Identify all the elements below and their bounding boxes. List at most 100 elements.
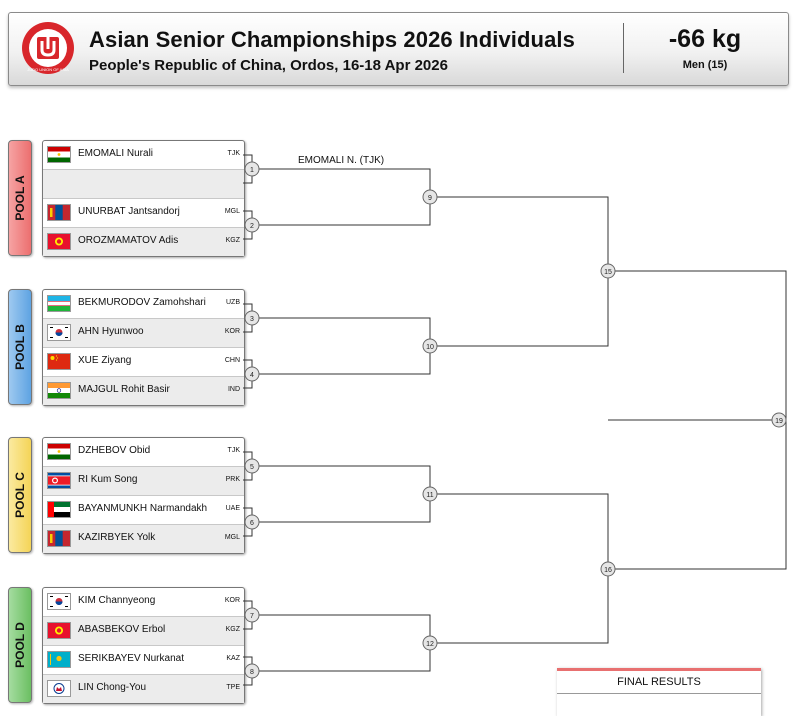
final-results-panel: FINAL RESULTS <box>557 668 761 716</box>
athlete-row[interactable]: BAYANMUNKH Narmandakh UAE <box>43 496 244 525</box>
country-code: KGZ <box>225 237 240 244</box>
svg-text:19: 19 <box>775 418 783 425</box>
athlete-name: OROZMAMATOV Adis <box>78 235 179 246</box>
athlete-name: SERIKBAYEV Nurkanat <box>78 653 184 664</box>
athlete-row[interactable]: KIM Channyeong KOR <box>43 588 244 617</box>
pool-a-athletes: EMOMALI Nurali TJK UNURBAT Jantsandorj M… <box>42 140 245 257</box>
tpe-flag-icon <box>47 680 71 697</box>
pool-d-athletes: KIM Channyeong KOR ABASBEKOV Erbol KGZ S… <box>42 587 245 704</box>
match-node[interactable]: 10 <box>422 338 438 354</box>
match-node[interactable]: 8 <box>244 663 260 679</box>
athlete-row[interactable]: LIN Chong-You TPE <box>43 675 244 703</box>
athlete-row[interactable]: AHN Hyunwoo KOR <box>43 319 244 348</box>
svg-text:11: 11 <box>426 492 433 499</box>
athlete-name: BEKMURODOV Zamohshari <box>78 297 206 308</box>
svg-text:2: 2 <box>250 223 254 230</box>
athlete-name: RI Kum Song <box>78 474 138 485</box>
svg-text:10: 10 <box>426 344 434 351</box>
match-node[interactable]: 2 <box>244 217 260 233</box>
country-code: MGL <box>224 208 240 215</box>
match-node[interactable]: 12 <box>422 635 438 651</box>
svg-text:8: 8 <box>250 669 254 676</box>
country-code: KGZ <box>225 626 240 633</box>
athlete-row-empty <box>43 170 244 199</box>
svg-text:7: 7 <box>250 613 254 620</box>
country-code: PRK <box>225 476 240 483</box>
match-node[interactable]: 6 <box>244 514 260 530</box>
athlete-name: XUE Ziyang <box>78 355 132 366</box>
athlete-row[interactable]: ABASBEKOV Erbol KGZ <box>43 617 244 646</box>
tjk-flag-icon <box>47 146 71 163</box>
country-code: KAZ <box>226 655 240 662</box>
weight-category: -66 kg <box>668 25 742 53</box>
chn-flag-icon <box>47 353 71 370</box>
pool-b-athletes: BEKMURODOV Zamohshari UZB AHN Hyunwoo KO… <box>42 289 245 406</box>
match-node[interactable]: 15 <box>600 263 616 279</box>
country-code: UAE <box>225 505 240 512</box>
athlete-name: BAYANMUNKH Narmandakh <box>78 503 208 514</box>
match-node[interactable]: 1 <box>244 161 260 177</box>
athlete-row[interactable]: EMOMALI Nurali TJK <box>43 141 244 170</box>
athlete-name: AHN Hyunwoo <box>78 326 144 337</box>
svg-text:12: 12 <box>426 641 434 648</box>
mgl-flag-icon <box>47 204 71 221</box>
ind-flag-icon <box>47 382 71 399</box>
athlete-name: DZHEBOV Obid <box>78 445 151 456</box>
svg-text:1: 1 <box>250 167 254 174</box>
pool-b-label: POOL B <box>8 289 32 405</box>
athlete-row[interactable]: DZHEBOV Obid TJK <box>43 438 244 467</box>
athlete-name: UNURBAT Jantsandorj <box>78 206 180 217</box>
page-subtitle: People's Republic of China, Ordos, 16-18… <box>89 57 448 74</box>
svg-text:3: 3 <box>250 316 254 323</box>
header-divider <box>623 23 624 73</box>
match-node[interactable]: 19 <box>771 412 787 428</box>
athlete-row[interactable]: OROZMAMATOV Adis KGZ <box>43 228 244 256</box>
country-code: UZB <box>226 299 240 306</box>
country-code: TJK <box>227 150 240 157</box>
match-node[interactable]: 5 <box>244 458 260 474</box>
svg-text:5: 5 <box>250 464 254 471</box>
tjk-flag-icon <box>47 443 71 460</box>
athlete-row[interactable]: SERIKBAYEV Nurkanat KAZ <box>43 646 244 675</box>
country-code: KOR <box>224 328 240 335</box>
kor-flag-icon <box>47 324 71 341</box>
country-code: KOR <box>224 597 240 604</box>
match-node[interactable]: 11 <box>422 486 438 502</box>
final-results-divider <box>557 693 761 694</box>
country-code: IND <box>227 386 240 393</box>
match-1-winner: EMOMALI N. (TJK) <box>298 155 385 166</box>
athlete-row[interactable]: XUE Ziyang CHN <box>43 348 244 377</box>
country-code: TPE <box>226 684 240 691</box>
athlete-name: LIN Chong-You <box>78 682 147 693</box>
gender-count: Men (15) <box>682 59 728 71</box>
svg-text:15: 15 <box>604 269 612 276</box>
kaz-flag-icon <box>47 651 71 668</box>
athlete-row[interactable]: BEKMURODOV Zamohshari UZB <box>43 290 244 319</box>
final-results-title: FINAL RESULTS <box>617 676 701 688</box>
pool-d-label: POOL D <box>8 587 32 703</box>
kgz-flag-icon <box>47 233 71 250</box>
match-node[interactable]: 9 <box>422 189 438 205</box>
svg-text:9: 9 <box>428 195 432 202</box>
athlete-name: KIM Channyeong <box>78 595 156 606</box>
country-code: TJK <box>227 447 240 454</box>
kgz-flag-icon <box>47 622 71 639</box>
athlete-row[interactable]: UNURBAT Jantsandorj MGL <box>43 199 244 228</box>
athlete-row[interactable]: KAZIRBYEK Yolk MGL <box>43 525 244 553</box>
pool-c-athletes: DZHEBOV Obid TJK RI Kum Song PRK BAYANMU… <box>42 437 245 554</box>
uzb-flag-icon <box>47 295 71 312</box>
kor-flag-icon <box>47 593 71 610</box>
country-code: MGL <box>224 534 240 541</box>
athlete-name: EMOMALI Nurali <box>78 148 154 159</box>
header-bar: JUDO UNION OF ASIA Asian Senior Champion… <box>8 12 789 86</box>
match-node[interactable]: 3 <box>244 310 260 326</box>
country-code: CHN <box>224 357 240 364</box>
match-node[interactable]: 7 <box>244 607 260 623</box>
match-node[interactable]: 16 <box>600 561 616 577</box>
match-node[interactable]: 4 <box>244 366 260 382</box>
svg-text:16: 16 <box>604 567 612 574</box>
svg-text:4: 4 <box>250 372 254 379</box>
athlete-row[interactable]: MAJGUL Rohit Basir IND <box>43 377 244 405</box>
jua-logo: JUDO UNION OF ASIA <box>22 22 74 74</box>
athlete-row[interactable]: RI Kum Song PRK <box>43 467 244 496</box>
